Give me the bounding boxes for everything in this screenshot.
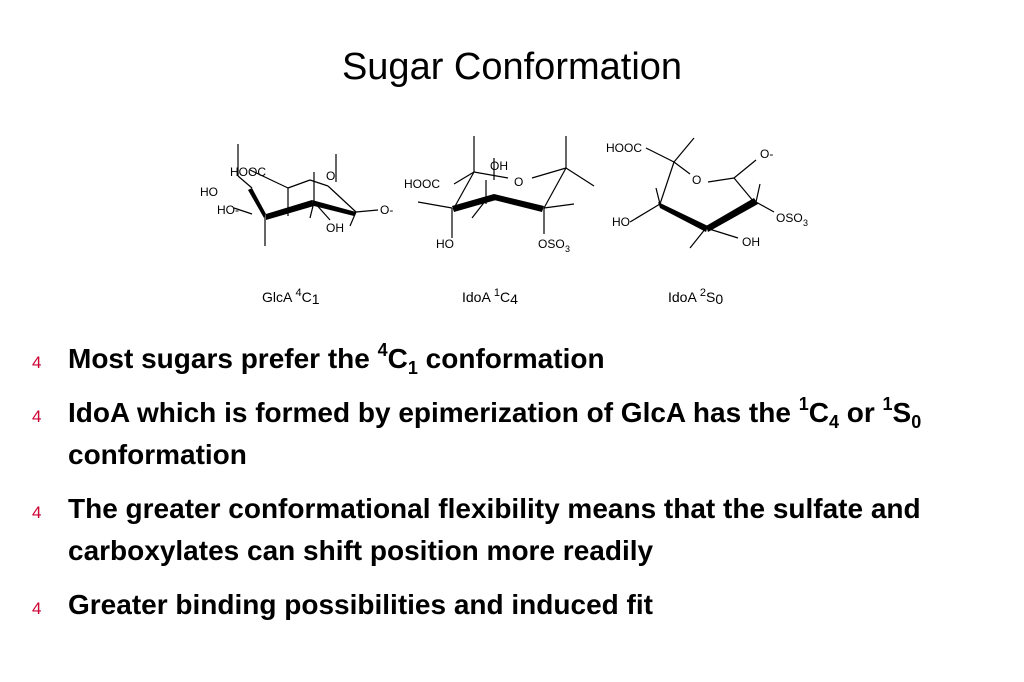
bullet-1-letter: C <box>387 343 408 374</box>
bullet-2-tail: conformation <box>68 439 247 470</box>
bullet-2-sub-b: 0 <box>911 412 922 432</box>
caption-idoa1-letter: C <box>500 289 510 305</box>
ring-structures-diagram: HOOC HO HO- O O- OH OH HOOC O <box>200 136 808 307</box>
idoa2-hooc-label: HOOC <box>606 141 642 155</box>
bullet-1-text: Most sugars prefer the 4C1 conformation <box>68 340 605 377</box>
glca-o-minus-label: O- <box>380 203 393 217</box>
caption-glca-sub: 1 <box>312 291 320 307</box>
caption-idoa1-sub: 4 <box>510 291 518 307</box>
caption-glca-sup: 4 <box>295 287 301 299</box>
bullet-marker-icon: 4 <box>32 407 42 426</box>
caption-idoa2-letter: S <box>706 289 715 305</box>
idoa1-oso-subscript: 3 <box>565 244 570 254</box>
bullet-item: 4 The greater conformational flexibility… <box>32 488 992 572</box>
idoa1-o-label: O <box>514 175 523 189</box>
idoa-2s0-structure <box>629 137 775 249</box>
bullet-1-part: Most sugars prefer the <box>68 343 378 374</box>
glca-oh-label: OH <box>326 221 344 235</box>
bullet-2-letter-a: C <box>808 397 829 428</box>
bullet-4-text: Greater binding possibilities and induce… <box>68 589 653 620</box>
bullet-2-sub-a: 4 <box>828 412 839 432</box>
idoa-1c4-structure <box>417 136 595 238</box>
idoa2-oh-label: OH <box>742 235 760 249</box>
glca-ho-label: HO <box>200 185 218 199</box>
bullet-1-sup: 4 <box>377 340 388 360</box>
idoa2-oso-label: OSO <box>776 211 803 225</box>
caption-idoa1-name: IdoA <box>462 289 491 305</box>
bullet-2-part: IdoA which is formed by epimerization of… <box>68 397 799 428</box>
caption-idoa1-sup: 1 <box>494 287 500 299</box>
slide-title: Sugar Conformation <box>341 46 683 88</box>
caption-idoa2-sub: 0 <box>715 291 723 307</box>
glca-o-label: O <box>326 169 335 183</box>
bullet-2-or: or <box>838 397 883 428</box>
bullet-1-sub: 1 <box>407 358 418 378</box>
bullet-2-sup-b: 1 <box>882 394 893 414</box>
caption-idoa2-name: IdoA <box>668 289 697 305</box>
idoa2-ho-label: HO <box>612 215 630 229</box>
caption-glca-letter: C <box>302 289 312 305</box>
idoa1-hooc-label: HOOC <box>404 177 440 191</box>
sugar-conformation-figure: HOOC HO HO- O O- OH OH HOOC O <box>190 128 830 313</box>
idoa1-oso-label: OSO <box>538 237 565 251</box>
caption-idoa2-sup: 2 <box>700 287 706 299</box>
caption-idoa-1c4: IdoA 1C4 <box>462 287 518 307</box>
bullet-2-letter-b: S <box>892 397 912 428</box>
idoa1-ho-label: HO <box>436 237 454 251</box>
caption-glca: GlcA 4C1 <box>262 287 320 307</box>
idoa2-o-minus-label: O- <box>760 147 773 161</box>
bullet-2-text: IdoA which is formed by epimerization of… <box>68 394 922 470</box>
bullet-item: 4 Most sugars prefer the 4C1 conformatio… <box>32 338 992 380</box>
bullet-2-sup-a: 1 <box>798 394 809 414</box>
bullet-marker-icon: 4 <box>32 599 42 618</box>
caption-glca-name: GlcA <box>262 289 293 305</box>
bullet-marker-icon: 4 <box>32 353 42 372</box>
idoa2-o-label: O <box>692 173 701 187</box>
bullet-marker-icon: 4 <box>32 503 42 522</box>
bullet-list: 4 Most sugars prefer the 4C1 conformatio… <box>32 338 992 638</box>
bullet-1-tail: conformation <box>417 343 605 374</box>
bullet-3-text: The greater conformational flexibility m… <box>68 493 921 566</box>
glca-hooc-label: HOOC <box>230 165 266 179</box>
idoa2-oso-subscript: 3 <box>803 218 808 228</box>
bullet-item: 4 Greater binding possibilities and indu… <box>32 584 992 626</box>
bullet-item: 4 IdoA which is formed by epimerization … <box>32 392 992 476</box>
glca-ho-minus-label: HO- <box>217 203 239 217</box>
caption-idoa-2s0: IdoA 2S0 <box>668 287 723 307</box>
idoa1-oh-label: OH <box>490 159 508 173</box>
glca-4c1-structure <box>233 144 379 246</box>
